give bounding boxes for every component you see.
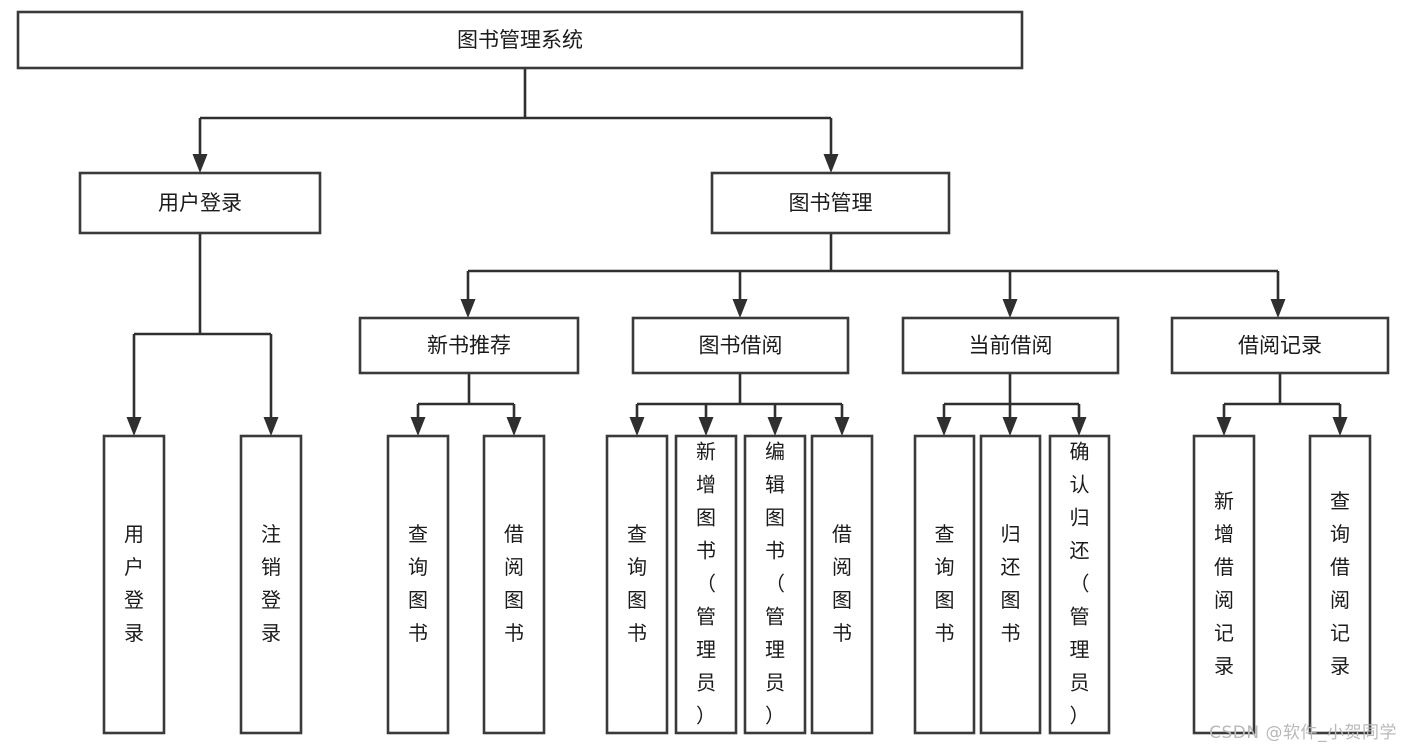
node-leaf-3[interactable]: 借阅图书 [482,434,546,735]
group2-arrow [936,417,952,436]
node-leaf-10-box[interactable] [1048,434,1111,735]
node-level3-0-label: 新书推荐 [427,334,511,358]
node-level3-2-label: 当前借阅 [969,334,1053,358]
node-leaf-8-label: 查询图书 [935,522,955,645]
node-level3-0[interactable]: 新书推荐 [358,316,580,375]
node-leaf-6-label: 编辑图书（管理员） [765,439,785,727]
level2-arrow [823,154,839,173]
node-leaf-11[interactable]: 新增借阅记录 [1192,434,1256,735]
connector-layer [126,68,1348,436]
node-leaf-5-box[interactable] [674,434,738,735]
node-leaf-1[interactable]: 注销登录 [239,434,303,735]
node-leaf-7-box[interactable] [810,434,874,735]
node-leaf-9[interactable]: 归还图书 [979,434,1042,735]
node-root-box[interactable] [16,10,1024,70]
node-level3-2-box[interactable] [901,316,1120,375]
level3-arrow [1270,299,1286,318]
node-level2-1-box[interactable] [710,171,951,235]
node-level3-3[interactable]: 借阅记录 [1170,316,1390,375]
group0-arrow [410,417,426,436]
level3-arrow [732,299,748,318]
node-leaf-9-label: 归还图书 [1001,522,1021,645]
node-level2-0-box[interactable] [78,171,322,235]
level2-arrow [192,154,208,173]
node-level3-2[interactable]: 当前借阅 [901,316,1120,375]
group3-arrow [1332,417,1348,436]
level3-arrow [460,299,476,318]
node-leaf-11-box[interactable] [1192,434,1256,735]
node-leaf-1-label: 注销登录 [261,522,281,645]
csdn-watermark: CSDN @软件_小贺同学 [1209,723,1397,743]
level3-arrow [1002,299,1018,318]
group3-arrow [1216,417,1232,436]
node-leaf-2-label: 查询图书 [408,522,428,645]
node-level2-1-label: 图书管理 [789,191,873,215]
node-level3-3-box[interactable] [1170,316,1390,375]
node-leaf-11-label: 新增借阅记录 [1214,489,1234,678]
node-leaf-9-box[interactable] [979,434,1042,735]
group1-arrow [698,417,714,436]
node-leaf-10[interactable]: 确认归还（管理员） [1048,434,1111,735]
node-level3-1-box[interactable] [631,316,850,375]
node-level2-0[interactable]: 用户登录 [78,171,322,235]
node-leaf-7[interactable]: 借阅图书 [810,434,874,735]
login-arrow [263,417,279,436]
node-leaf-8[interactable]: 查询图书 [913,434,976,735]
node-leaf-0-box[interactable] [102,434,166,735]
group1-arrow [629,417,645,436]
group2-arrow [1002,417,1018,436]
node-level3-0-box[interactable] [358,316,580,375]
node-leaf-4[interactable]: 查询图书 [605,434,669,735]
node-level3-1-label: 图书借阅 [699,334,783,358]
node-leaf-0[interactable]: 用户登录 [102,434,166,735]
node-root[interactable]: 图书管理系统 [16,10,1024,70]
node-leaf-3-box[interactable] [482,434,546,735]
node-leaf-12[interactable]: 查询借阅记录 [1308,434,1372,735]
node-leaf-4-label: 查询图书 [627,522,647,645]
node-root-label: 图书管理系统 [457,28,583,52]
node-leaf-3-label: 借阅图书 [504,522,524,645]
node-leaf-7-label: 借阅图书 [832,522,852,645]
node-leaf-2[interactable]: 查询图书 [386,434,450,735]
node-level2-1[interactable]: 图书管理 [710,171,951,235]
node-level3-1[interactable]: 图书借阅 [631,316,850,375]
group0-arrow [506,417,522,436]
node-leaf-10-label: 确认归还（管理员） [1070,439,1090,727]
node-leaf-6[interactable]: 编辑图书（管理员） [743,434,807,735]
node-leaf-1-box[interactable] [239,434,303,735]
node-leaf-6-box[interactable] [743,434,807,735]
node-leaf-8-box[interactable] [913,434,976,735]
node-leaf-12-box[interactable] [1308,434,1372,735]
login-arrow [126,417,142,436]
node-leaf-5[interactable]: 新增图书（管理员） [674,434,738,735]
node-level2-0-label: 用户登录 [158,191,242,215]
node-leaf-0-label: 用户登录 [124,522,144,645]
group1-arrow [767,417,783,436]
group1-arrow [834,417,850,436]
node-level3-3-label: 借阅记录 [1238,334,1322,358]
node-layer: 图书管理系统用户登录图书管理新书推荐图书借阅当前借阅借阅记录用户登录注销登录查询… [16,10,1390,735]
node-leaf-12-label: 查询借阅记录 [1330,489,1350,678]
node-leaf-2-box[interactable] [386,434,450,735]
group2-arrow [1071,417,1087,436]
node-leaf-5-label: 新增图书（管理员） [696,439,716,727]
node-leaf-4-box[interactable] [605,434,669,735]
